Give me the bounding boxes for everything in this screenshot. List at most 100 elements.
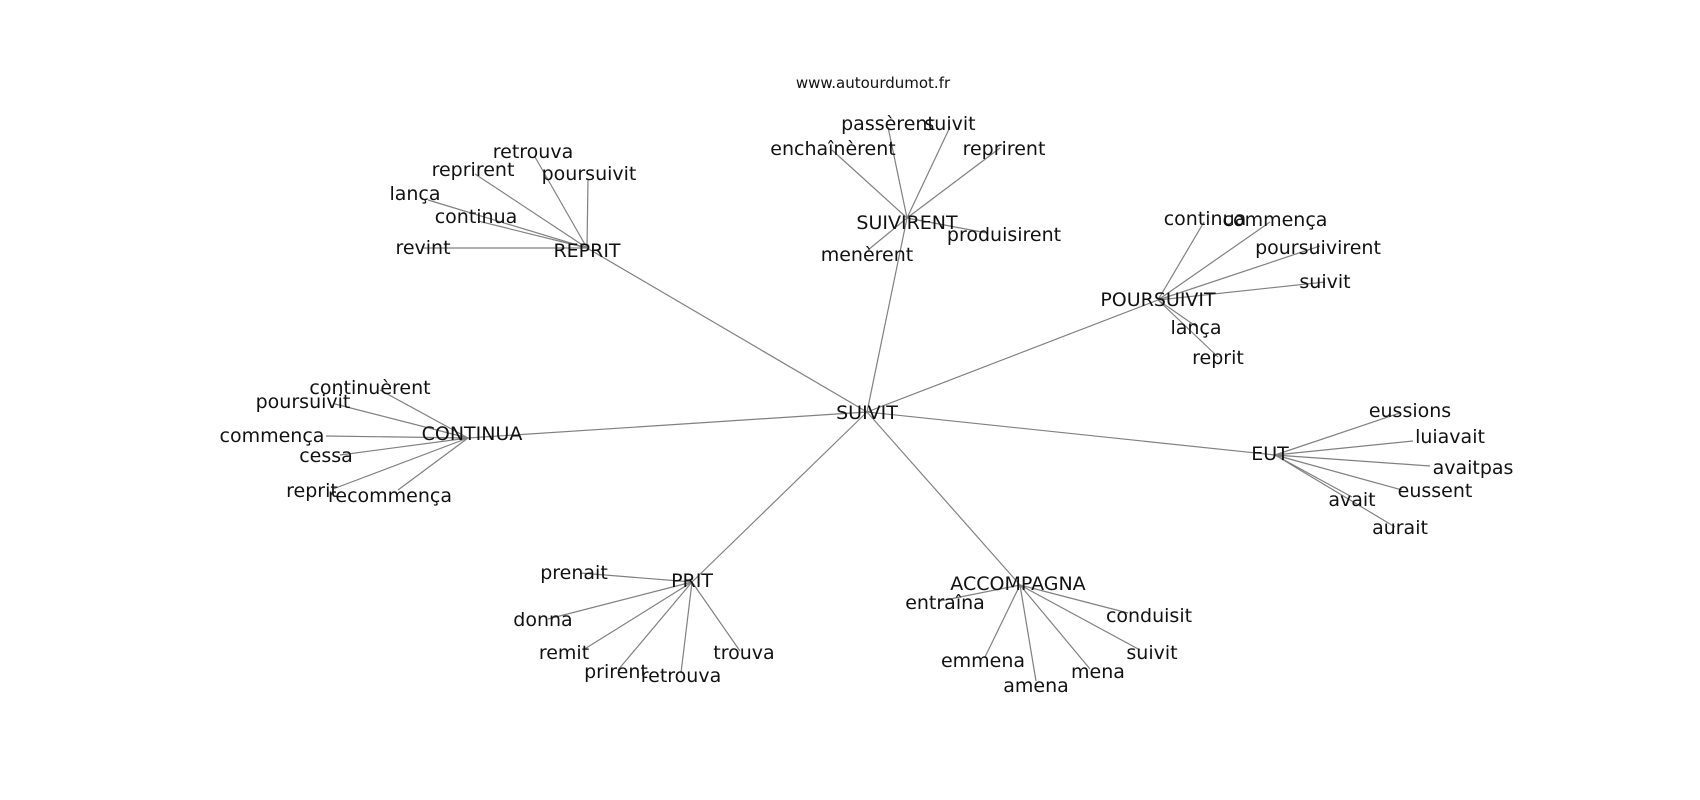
edge-hub-to-leaf [325,435,469,439]
leaf-node-label[interactable]: commença [1223,209,1328,231]
edge-hub-to-leaf [547,581,693,620]
edge-hub-to-leaf [582,581,693,651]
edge-center-to-hub [866,411,1276,456]
leaf-node-label[interactable]: retrouva [493,141,573,163]
edge-hub-to-leaf [1157,221,1205,301]
leaf-node-label[interactable]: poursuivit [542,163,637,185]
edge-center-to-hub [866,411,1021,586]
leaf-node-label[interactable]: aurait [1372,517,1428,539]
leaf-node-label[interactable]: eussent [1398,480,1473,502]
leaf-node-label[interactable]: lança [1170,317,1221,339]
edge-hub-to-leaf [906,126,951,219]
hub-node-label[interactable]: POURSUIVIT [1100,289,1216,311]
edge-hub-to-leaf [1274,440,1414,456]
edge-hub-to-leaf [1157,245,1321,301]
edge-hub-to-leaf [831,149,908,219]
edge-center-to-hub [866,217,908,413]
hub-node-label[interactable]: EUT [1251,443,1289,465]
edge-hub-to-leaf [397,437,469,491]
leaf-node-label[interactable]: prenait [540,562,608,584]
edge-hub-to-leaf [1274,454,1431,467]
leaf-node-label[interactable]: poursuivirent [1255,237,1381,259]
edge-hub-to-leaf [939,584,1021,602]
leaf-node-label[interactable]: commença [220,425,325,447]
edge-hub-to-leaf [534,156,588,249]
edge-hub-to-leaf [334,403,469,439]
leaf-node-label[interactable]: continua [1164,208,1247,230]
edges [325,126,1431,682]
edge-center-to-hub [866,299,1159,413]
hub-node-label[interactable]: ACCOMPAGNA [950,573,1085,595]
hub-node-label[interactable]: SUIVIRENT [856,212,958,234]
edge-hub-to-leaf [339,437,469,456]
leaf-node-label[interactable]: produisirent [947,224,1061,246]
edge-hub-to-leaf [906,147,1001,219]
leaf-node-label[interactable]: emmena [941,650,1025,672]
leaf-node-label[interactable]: trouva [713,642,774,664]
leaf-node-label[interactable]: passèrent [841,113,935,135]
leaf-node-label[interactable]: conduisit [1106,605,1192,627]
leaf-node-label[interactable]: poursuivit [256,391,351,413]
edge-hub-to-leaf [586,179,589,249]
leaf-node-label[interactable]: reprirent [432,159,515,181]
edge-hub-to-leaf [1019,584,1141,651]
leaf-node-label[interactable]: avait [1328,489,1375,511]
leaf-node-label[interactable]: eussions [1369,400,1451,422]
leaf-node-label[interactable]: prirent [584,661,648,683]
edge-hub-to-leaf [1157,299,1198,328]
edge-center-to-hub [691,411,868,583]
leaf-node-label[interactable]: revint [395,237,450,259]
leaf-node-label[interactable]: remit [539,642,589,664]
hub-node-label[interactable]: PRIT [671,570,713,592]
site-label: www.autourdumot.fr [796,74,951,92]
leaf-node-label[interactable]: avaitpas [1433,457,1514,479]
edge-hub-to-leaf [332,437,469,490]
edge-hub-to-leaf [1274,454,1403,491]
leaf-node-label[interactable]: donna [513,609,572,631]
edge-hub-to-leaf [427,199,588,249]
edge-hub-to-leaf [477,220,588,249]
edge-hub-to-leaf [1019,584,1129,614]
edge-center-to-hub [586,247,868,413]
edge-hub-to-leaf [1274,454,1396,528]
leaf-node-label[interactable]: mena [1071,661,1125,683]
edge-hub-to-leaf [1274,454,1353,498]
leaf-node-label[interactable]: entraîna [905,592,985,614]
edge-center-to-hub [467,411,868,439]
hub-node-label[interactable]: REPRIT [553,240,620,262]
center-node-label[interactable]: SUIVIT [836,402,898,424]
edge-hub-to-leaf [579,572,693,583]
leaf-node-label[interactable]: suivit [1126,642,1177,664]
edge-hub-to-leaf [1157,299,1219,358]
leaf-node-label[interactable]: cessa [299,445,353,467]
edge-hub-to-leaf [906,217,988,234]
leaf-node-label[interactable]: recommença [328,485,452,507]
edge-hub-to-leaf [379,389,469,439]
leaf-node-label[interactable]: continuèrent [309,377,430,399]
edge-hub-to-leaf [887,126,908,219]
leaf-node-label[interactable]: lança [389,183,440,205]
leaf-node-label[interactable]: suivit [924,113,975,135]
leaf-node-label[interactable]: reprit [1192,347,1244,369]
leaf-node-label[interactable]: amena [1003,675,1069,697]
leaf-node-label[interactable]: luiavait [1415,426,1485,448]
edge-hub-to-leaf [680,581,693,674]
leaf-node-label[interactable]: continua [435,206,518,228]
leaf-node-label[interactable]: reprirent [963,138,1046,160]
leaf-node-label[interactable]: reprit [286,480,338,502]
edge-hub-to-leaf [1157,281,1326,301]
edge-hub-to-leaf [1019,584,1037,682]
leaf-node-label[interactable]: suivit [1299,271,1350,293]
edge-hub-to-leaf [1157,221,1271,301]
edge-hub-to-leaf [691,581,741,652]
leaf-node-label[interactable]: menèrent [821,244,914,266]
leaf-node-label[interactable]: enchaînèrent [770,138,895,160]
edge-hub-to-leaf [474,173,588,249]
hub-node-label[interactable]: CONTINUA [422,423,523,445]
leaf-node-label[interactable]: retrouva [641,665,721,687]
edge-hub-to-leaf [1274,412,1401,456]
labels: www.autourdumot.fr SUIVIT retrouvareprir… [220,74,1514,697]
edge-hub-to-leaf [984,584,1021,658]
edge-hub-to-leaf [617,581,693,671]
